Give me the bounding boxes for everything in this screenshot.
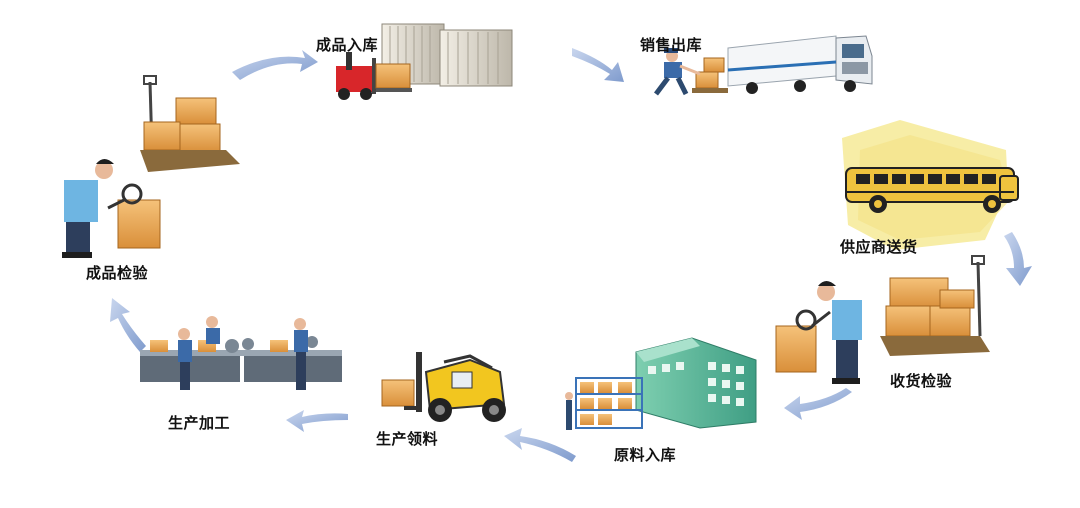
step-label-finished-goods-inspection: 成品检验 [86,264,149,282]
yellow-forklift-icon [381,352,506,422]
delivery-bus-icon [842,120,1019,250]
arrow-icon [110,298,146,352]
warehouse-building-icon [565,337,757,430]
arrow-icon [232,50,318,80]
arrow-icon [286,410,348,432]
inspector-with-pallet-icon [775,255,990,384]
step-label-receiving-inspection: 收货检验 [890,372,953,390]
arrow-icon [784,388,852,420]
step-label-supplier-delivery: 供应商送货 [840,238,918,256]
arrow-icon [504,428,576,462]
forklift-and-containers-icon [336,23,513,100]
arrow-icon [1004,232,1032,286]
inspector-with-pallet-icon [62,75,240,258]
step-label-production-processing: 生产加工 [168,414,231,432]
step-label-finished-goods-storage: 成品入库 [316,36,379,54]
step-label-production-picking: 生产领料 [376,430,439,448]
step-label-sales-outbound: 销售出库 [640,36,703,54]
step-label-raw-material-storage: 原料入库 [614,446,677,464]
arrow-icon [572,48,624,82]
worker-loading-truck-icon [654,35,873,96]
assembly-line-workers-icon [140,316,342,390]
